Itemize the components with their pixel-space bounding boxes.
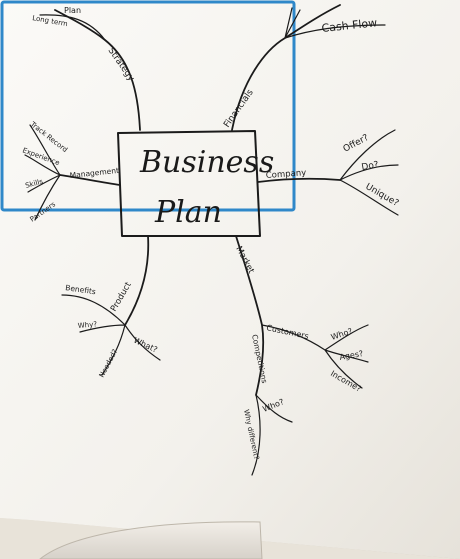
company-sub-lines	[339, 129, 399, 216]
product-branch-line	[124, 235, 150, 326]
center-title-line2: Plan	[154, 195, 222, 230]
company-branch-line	[257, 177, 341, 183]
management-sub-lines	[24, 124, 61, 221]
center-title-line1: Business	[139, 145, 274, 180]
market-customers-lines	[261, 324, 369, 389]
product-sub-lines	[61, 294, 161, 376]
highlight-frame	[0, 0, 296, 212]
foreground-chair	[39, 521, 263, 559]
strategy-sub-line	[39, 14, 106, 41]
product-sub-why: Why?	[77, 320, 97, 330]
financials-sub-lines	[284, 7, 386, 39]
market-sub-ages: Ages?	[339, 349, 364, 362]
company-sub-do: Do?	[361, 160, 380, 173]
strategy-sub-plan: Plan	[64, 6, 81, 15]
management-branch-line	[59, 174, 121, 186]
product-sub-benefits: Benefits	[65, 283, 97, 296]
financials-sub-cashflow: Cash Flow	[321, 16, 378, 35]
company-label: Company	[266, 168, 307, 181]
strategy-branch-line	[54, 9, 141, 131]
center-box	[117, 130, 261, 237]
market-competitions-lines	[251, 394, 293, 476]
